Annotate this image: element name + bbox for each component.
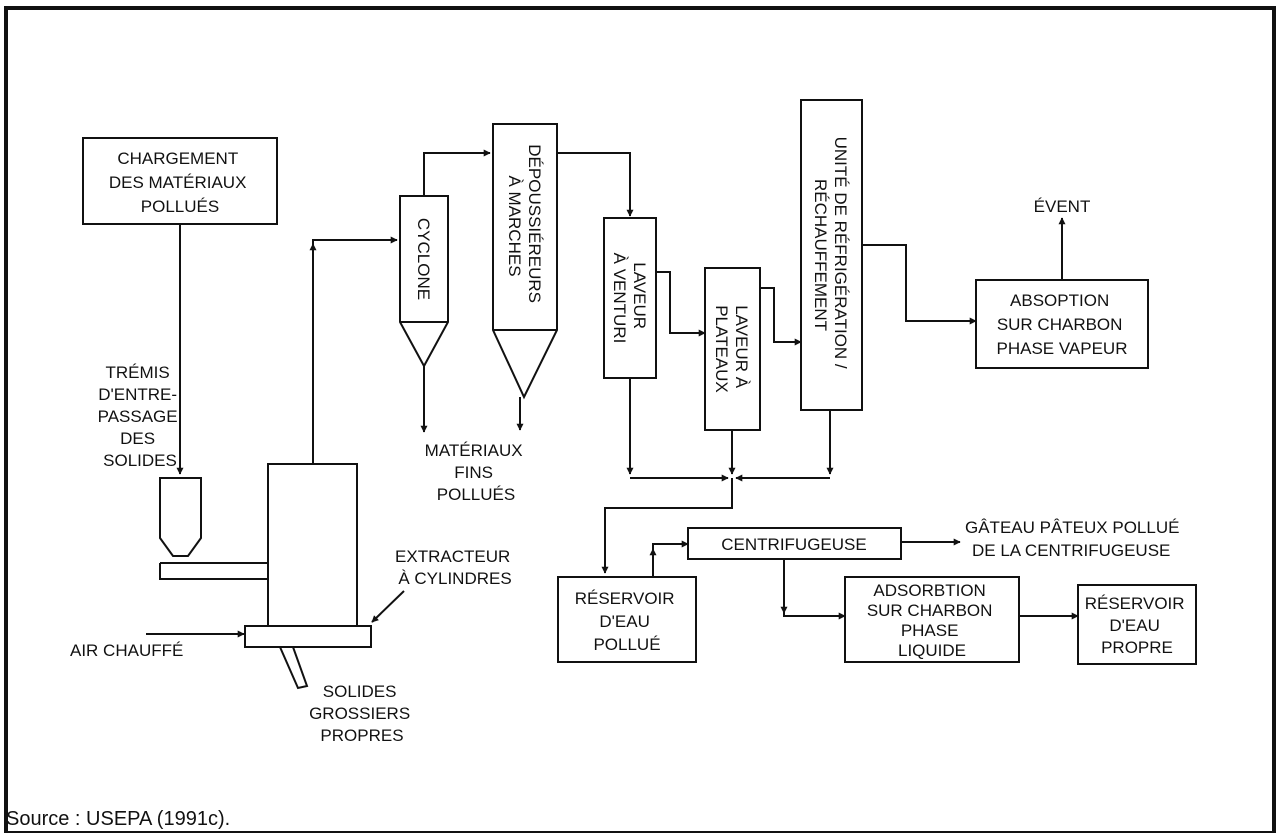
laveur-venturi-box <box>603 217 657 379</box>
reservoir-pollue-box <box>557 576 697 663</box>
depous-body <box>492 123 558 400</box>
annotation-labels: TRÉMIS D'ENTRE- PASSAGE DES SOLIDES MATÉ… <box>70 197 1184 745</box>
solides-chute <box>278 646 309 690</box>
source-caption: Source : USEPA (1991c). <box>6 808 230 830</box>
cyclone-label: CYCLONE <box>414 218 433 300</box>
adsorption-liquide-label: ADSORBTION SUR CHARBON PHASE LIQUIDE <box>867 581 997 660</box>
arrow-refrig-to-absorption <box>862 244 977 325</box>
laveur-plateaux-label: LAVEUR À PLATEAUX <box>712 305 751 393</box>
laveur-venturi-label: LAVEUR À VENTURI <box>610 253 649 344</box>
cyclone-body <box>399 195 449 369</box>
centrifugeuse-label: CENTRIFUGEUSE <box>721 535 866 554</box>
arrow-kiln-to-cyclone <box>312 236 398 464</box>
extracteur-cylinder <box>244 625 372 648</box>
materiaux-fins-label: MATÉRIAUX FINS POLLUÉS <box>425 441 528 504</box>
refrigeration-label: UNITÉ DE RÉFRIGÉRATION / RÉCHAUFFEMENT <box>811 137 850 374</box>
arrow-reservoir-to-centrifuge <box>652 540 689 577</box>
extracteur-label: EXTRACTEUR À CYLINDRES <box>395 547 515 588</box>
node-labels: CHARGEMENT DES MATÉRIAUX POLLUÉS CYCLONE… <box>109 137 1190 660</box>
flow-lines <box>146 149 1079 638</box>
absorption-vapeur-box <box>975 279 1149 369</box>
tremis-hopper <box>159 477 202 557</box>
arrow-centrifuge-to-adsorption <box>783 560 846 620</box>
arrow-venturi-to-plateaux <box>656 271 706 337</box>
arrow-plateaux-to-refrig <box>760 287 802 346</box>
gateau-label: GÂTEAU PÂTEUX POLLUÉ DE LA CENTRIFUGEUSE <box>965 518 1184 560</box>
absorption-vapeur-label: ABSOPTION SUR CHARBON PHASE VAPEUR <box>996 291 1127 358</box>
kiln-body <box>267 463 358 627</box>
arrow-cyclone-to-depous <box>423 149 491 196</box>
tremis-label: TRÉMIS D'ENTRE- PASSAGE DES SOLIDES <box>98 363 183 470</box>
reservoir-propre-box <box>1077 584 1197 665</box>
line-tremis-to-kiln <box>159 563 268 580</box>
event-label: ÉVENT <box>1034 197 1091 216</box>
adsorption-liquide-box <box>844 576 1020 663</box>
solides-grossiers-label: SOLIDES GROSSIERS PROPRES <box>309 682 415 745</box>
air-chauffe-label: AIR CHAUFFÉ <box>70 641 183 660</box>
chargement-box <box>82 137 278 225</box>
centrifugeuse-box <box>687 527 902 560</box>
refrigeration-box <box>800 99 863 411</box>
arrow-collector-to-reservoir <box>601 478 733 574</box>
depoussiereurs-label: DÉPOUSSIÉREURS À MARCHES <box>505 144 544 307</box>
chargement-label: CHARGEMENT DES MATÉRIAUX POLLUÉS <box>109 149 251 216</box>
reservoir-pollue-label: RÉSERVOIR D'EAU POLLUÉ <box>575 589 680 654</box>
reservoir-propre-label: RÉSERVOIR D'EAU PROPRE <box>1085 594 1190 657</box>
laveur-plateaux-box <box>704 267 761 431</box>
outer-frame <box>4 6 1276 833</box>
arrow-depous-to-venturi <box>558 152 634 217</box>
arrow-extracteur-label <box>371 590 405 623</box>
